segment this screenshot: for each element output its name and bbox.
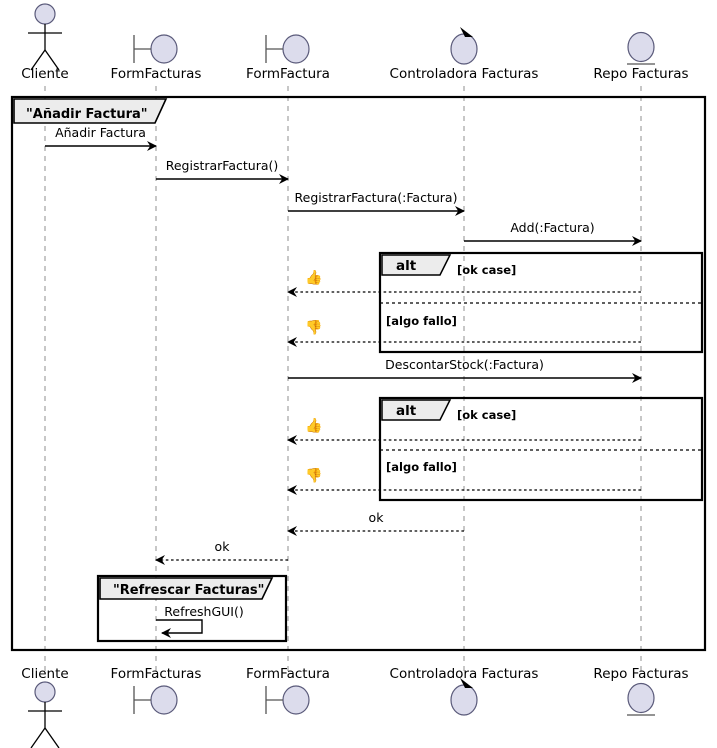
- actor-head-icon-cliente-head: [34, 3, 56, 25]
- participant-label-formfactura: FormFactura: [246, 66, 330, 82]
- footer-participant-label-repo: Repo Facturas: [593, 666, 689, 682]
- actor-leg-right-icon-cliente-foot: [44, 727, 60, 748]
- boundary-circle-icon-formfactura-foot: [282, 685, 310, 715]
- inner-frame-title-tab: [99, 577, 274, 600]
- thumbs-down-icon: 👎: [305, 320, 323, 336]
- actor-leg-left-icon-cliente-head: [30, 49, 46, 71]
- control-arrow-icon-controladora-foot: [460, 678, 473, 688]
- actor-leg-right-icon-cliente-head: [44, 49, 60, 71]
- participant-label-controladora: Controladora Facturas: [389, 66, 539, 82]
- message-label-m4: Add(:Factura): [510, 220, 595, 235]
- fragment-guard-alt2-0: [ok case]: [457, 408, 517, 422]
- outer-frame-title-label: "Añadir Factura": [26, 107, 148, 122]
- outer-frame-border: [10, 95, 707, 652]
- fragment-border-alt2: [378, 396, 704, 502]
- inner-frame-title-label: "Refrescar Facturas": [113, 583, 265, 598]
- thumbs-up-icon: 👍: [305, 418, 323, 434]
- control-circle-icon-controladora-head: [450, 33, 478, 65]
- message-label-m10: ok: [368, 510, 384, 525]
- participant-label-repo: Repo Facturas: [593, 66, 689, 82]
- message-label-m2: RegistrarFactura(): [165, 158, 279, 173]
- participant-label-formfacturas: FormFacturas: [110, 66, 202, 82]
- footer-participant-label-cliente: Cliente: [21, 666, 69, 682]
- inner-frame-group: [96, 574, 288, 643]
- actor-leg-left-icon-cliente-foot: [30, 727, 46, 748]
- fragment-operator-label-alt1: alt: [396, 258, 417, 274]
- footer-participant-label-controladora: Controladora Facturas: [389, 666, 539, 682]
- participant-feet-group: [28, 678, 655, 748]
- message-label-m1: Añadir Factura: [55, 125, 146, 140]
- fragments-group: [378, 251, 704, 502]
- messages-group: [45, 141, 642, 565]
- control-circle-icon-controladora-foot: [450, 684, 478, 716]
- footer-participant-label-formfactura: FormFactura: [246, 666, 330, 682]
- entity-circle-icon-repo-head: [627, 31, 655, 63]
- thumbs-down-icon: 👎: [305, 468, 323, 484]
- fragment-operator-label-alt2: alt: [396, 403, 417, 419]
- participant-label-cliente: Cliente: [21, 66, 69, 82]
- participant-heads-group: [28, 3, 655, 71]
- fragment-guard-alt1-1: [algo fallo]: [386, 314, 457, 328]
- actor-head-icon-cliente-foot: [34, 681, 56, 703]
- outer-frame-group: [10, 95, 707, 652]
- message-label-m7: DescontarStock(:Factura): [385, 357, 544, 372]
- fragment-guard-alt2-1: [algo fallo]: [386, 460, 457, 474]
- inner-frame-border: [96, 574, 288, 643]
- self-message-label-refreshgui: RefreshGUI(): [164, 604, 244, 619]
- entity-circle-icon-repo-foot: [627, 682, 655, 714]
- boundary-circle-icon-formfacturas-head: [150, 34, 178, 64]
- self-message-arrow-refreshgui: [156, 619, 203, 638]
- fragment-guard-alt1-0: [ok case]: [457, 263, 517, 277]
- footer-participant-label-formfacturas: FormFacturas: [110, 666, 202, 682]
- fragment-operator-tab-alt1: [381, 254, 452, 276]
- outer-frame-title-tab: [13, 98, 168, 124]
- control-arrow-icon-controladora-head: [460, 27, 473, 37]
- message-label-m3: RegistrarFactura(:Factura): [294, 190, 458, 205]
- message-label-m11: ok: [214, 539, 230, 554]
- boundary-circle-icon-formfacturas-foot: [150, 685, 178, 715]
- thumbs-up-icon: 👍: [305, 270, 323, 286]
- fragment-operator-tab-alt2: [381, 399, 452, 421]
- boundary-circle-icon-formfactura-head: [282, 34, 310, 64]
